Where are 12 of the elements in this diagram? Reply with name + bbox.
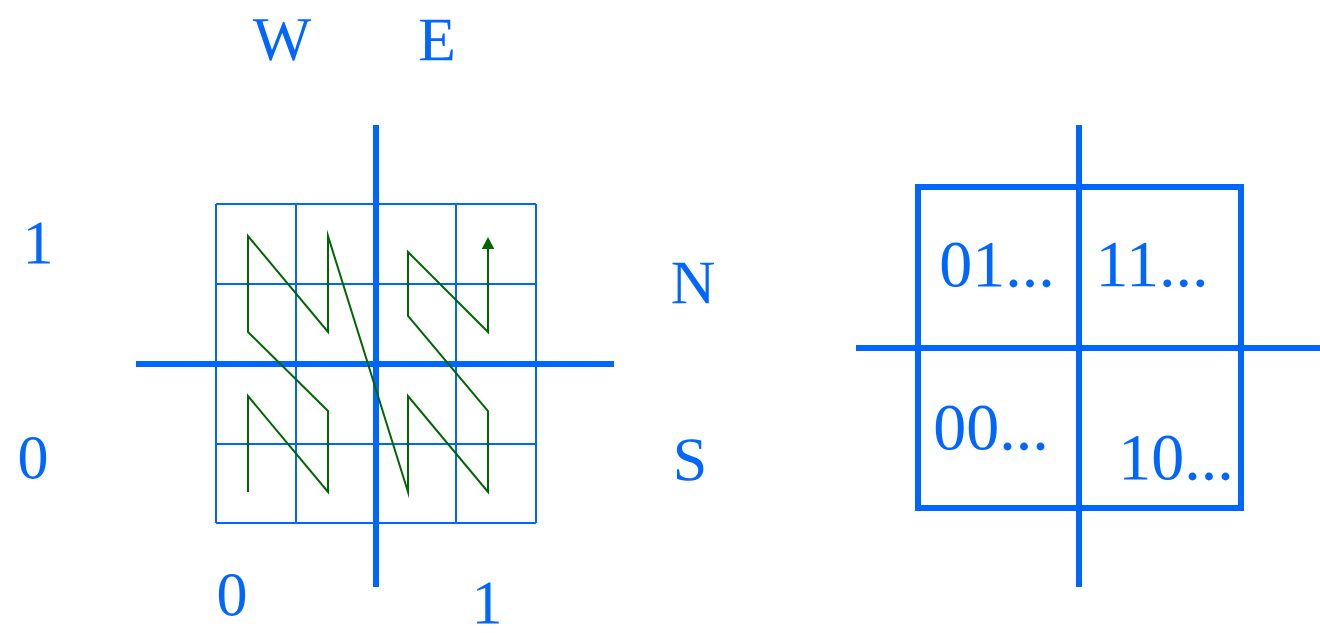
label-text: 10... [1124, 435, 1230, 481]
label-text: 01... [941, 242, 1051, 288]
label-text: N [672, 262, 714, 304]
label-text: 00... [935, 405, 1045, 451]
label-text: S [676, 439, 704, 481]
label-text: 1 [476, 582, 499, 624]
label-text: W [252, 19, 312, 61]
label-text: 0 [19, 437, 47, 479]
label-text: 11... [1101, 242, 1205, 288]
label-text: E [419, 19, 453, 61]
label-text: 0 [218, 574, 246, 616]
label-text: 1 [27, 222, 50, 264]
